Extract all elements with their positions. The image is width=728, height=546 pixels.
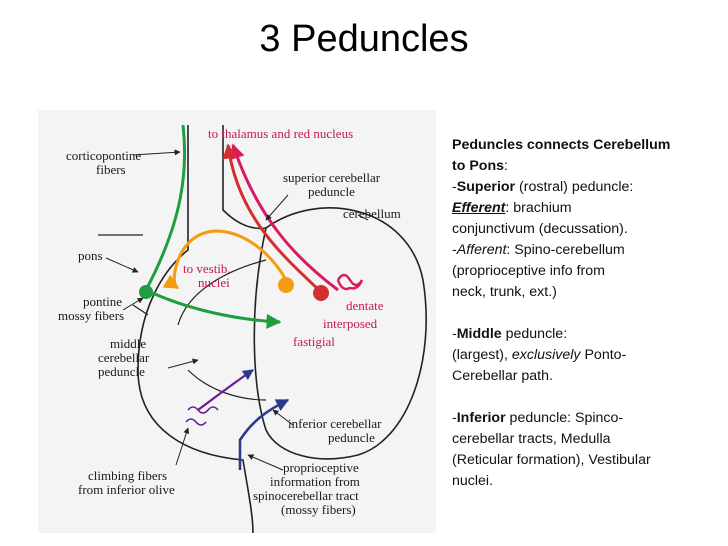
- pointer-proprio: [247, 454, 284, 471]
- fastigial-nucleus: [278, 277, 294, 293]
- text-fragment: -: [452, 179, 457, 195]
- text-fragment: Ponto-: [580, 347, 627, 363]
- text-line: (Reticular formation), Vestibular: [452, 452, 651, 468]
- pointer-cerebellum: [357, 214, 369, 221]
- label-pontine-1: pontine: [83, 294, 122, 309]
- tract-blue-spinocerebellar: [238, 398, 290, 470]
- label-proprio-2: information from: [270, 474, 360, 489]
- bold-text: Inferior: [456, 410, 506, 426]
- bold-text: Peduncles connects Cerebellum: [452, 137, 671, 153]
- peduncles-description: Peduncles connects Cerebellum to Pons: -…: [452, 135, 714, 492]
- diagram-svg: to thalamus and red nucleus corticoponti…: [58, 124, 427, 533]
- label-climbing-1: climbing fibers: [88, 468, 167, 483]
- text-line: -Afferent: Spino-cerebellum: [452, 240, 714, 261]
- tract-red: [222, 143, 323, 294]
- italic-text: Afferent: [456, 242, 507, 258]
- text-line: -Inferior peduncle: Spinco-: [452, 408, 714, 429]
- text-line: to Pons:: [452, 156, 714, 177]
- label-pons: pons: [78, 248, 103, 263]
- text-line: Peduncles connects Cerebellum: [452, 135, 714, 156]
- text-line: Cerebellar path.: [452, 368, 553, 384]
- text-line: nuclei.: [452, 473, 494, 489]
- text-fragment: :: [504, 158, 508, 174]
- label-cerebellum: cerebellum: [343, 206, 401, 221]
- text-fragment: peduncle:: [501, 326, 568, 342]
- label-proprio-1: proprioceptive: [283, 460, 359, 475]
- text-line: -Superior (rostral) peduncle:: [452, 177, 714, 198]
- italic-text: exclusively: [511, 347, 581, 363]
- pontine-nucleus: [139, 285, 153, 299]
- text-fragment: -: [452, 410, 457, 426]
- cerebellum-outline: [253, 207, 427, 460]
- label-proprio-4: (mossy fibers): [281, 502, 356, 517]
- label-fastigial: fastigial: [293, 334, 335, 349]
- pons-outline: [137, 125, 254, 533]
- text-line: cerebellar tracts, Medulla: [452, 431, 611, 447]
- middle-peduncle-outline-2: [187, 369, 267, 401]
- pointer-middle: [167, 358, 199, 369]
- bold-text: Middle: [456, 326, 502, 342]
- label-inferior-1: inferior cerebellar: [288, 416, 382, 431]
- inferior-olive-coil: [185, 406, 219, 426]
- label-sup-ped-2: peduncle: [308, 184, 355, 199]
- label-interposed: interposed: [323, 316, 378, 331]
- text-fragment: -: [452, 242, 457, 258]
- efferent-term: Efferent: [452, 200, 506, 216]
- pointer-corticopontine: [132, 149, 181, 156]
- text-line: neck, trunk, ext.): [452, 284, 557, 300]
- text-fragment: -: [452, 326, 457, 342]
- label-to-vestib-1: to vestib.: [183, 261, 231, 276]
- text-fragment: peduncle: Spinco-: [505, 410, 624, 426]
- label-corticopontine-2: fibers: [96, 162, 126, 177]
- label-to-vestib-2: nuclei: [198, 275, 230, 290]
- tract-green-pontine: [145, 288, 282, 329]
- text-fragment: : brachium: [505, 200, 572, 216]
- pointer-climbing: [175, 427, 190, 466]
- text-fragment: (rostral) peduncle:: [515, 179, 634, 195]
- text-line: Efferent: brachium: [452, 198, 714, 219]
- bold-text: Superior: [456, 179, 516, 195]
- bold-text: to Pons: [452, 158, 505, 174]
- text-line: (proprioceptive info from: [452, 263, 605, 279]
- slide-title: 3 Peduncles: [259, 18, 469, 60]
- interposed-nucleus: [313, 285, 329, 301]
- label-climbing-2: from inferior olive: [78, 482, 175, 497]
- label-to-thalamus: to thalamus and red nucleus: [208, 126, 353, 141]
- tract-magenta: [230, 143, 339, 292]
- label-middle-2: cerebellar: [98, 350, 150, 365]
- label-middle-3: peduncle: [98, 364, 145, 379]
- text-line: -Middle peduncle:: [452, 324, 714, 345]
- paragraph-gap: [452, 387, 714, 408]
- paragraph-gap: [452, 303, 714, 324]
- pointer-pons: [105, 257, 139, 273]
- label-pontine-2: mossy fibers: [58, 308, 124, 323]
- middle-peduncle-outline: [177, 259, 267, 326]
- peduncles-diagram: to thalamus and red nucleus corticoponti…: [38, 110, 436, 533]
- text-fragment: : Spino-cerebellum: [506, 242, 625, 258]
- label-sup-ped-1: superior cerebellar: [283, 170, 381, 185]
- label-corticopontine-1: corticopontine: [66, 148, 141, 163]
- pointer-pontine: [122, 297, 144, 311]
- text-line: (largest), exclusively Ponto-: [452, 345, 714, 366]
- pointer-superior: [265, 194, 289, 221]
- tract-purple-climbing: [197, 369, 254, 411]
- label-inferior-2: peduncle: [328, 430, 375, 445]
- label-middle-1: middle: [110, 336, 146, 351]
- dentate-nucleus: [336, 273, 364, 291]
- left-stub-2: [132, 304, 149, 316]
- text-fragment: (largest),: [452, 347, 512, 363]
- pointer-inferior: [272, 409, 294, 426]
- text-line: conjunctivum (decussation).: [452, 221, 628, 237]
- label-proprio-3: spinocerebellar tract: [253, 488, 359, 503]
- tract-green-corticopontine: [144, 124, 187, 291]
- label-dentate: dentate: [346, 298, 384, 313]
- tract-orange: [162, 229, 288, 290]
